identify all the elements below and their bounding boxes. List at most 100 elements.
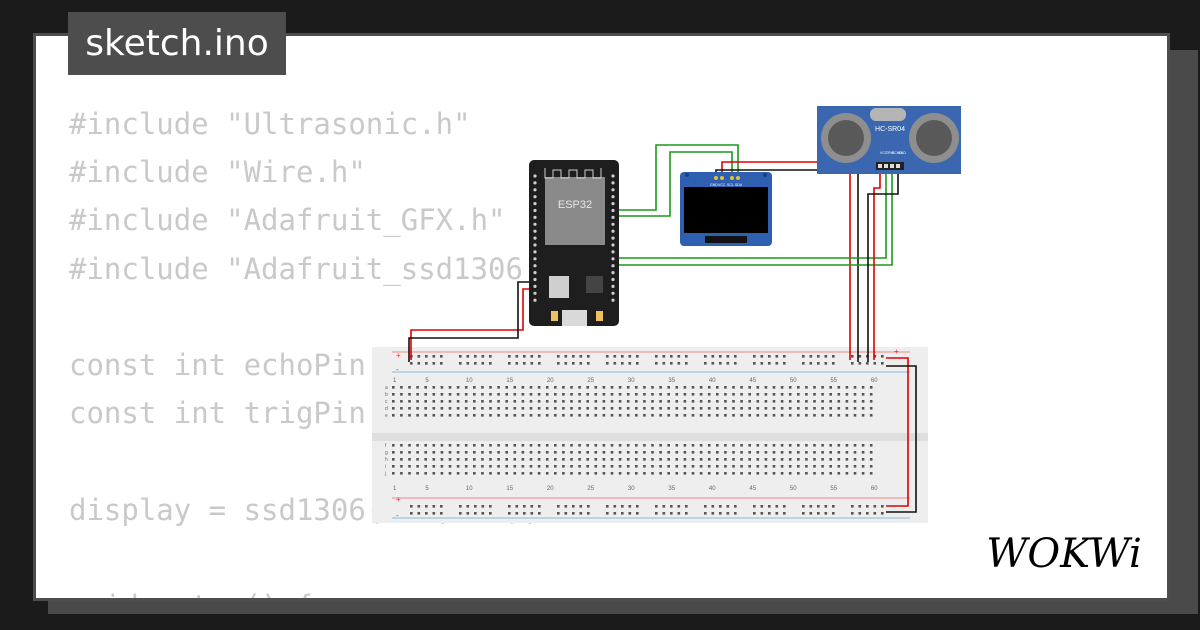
breadboard-hole (456, 458, 460, 461)
breadboard-hole (529, 414, 533, 417)
esp32-pin (533, 271, 537, 275)
breadboard-hole (530, 505, 534, 508)
breadboard-hole (683, 465, 687, 468)
esp32-board[interactable]: ESP32 (529, 160, 619, 326)
breadboard-hole (440, 386, 444, 389)
breadboard-hole (497, 414, 500, 417)
breadboard-hole (780, 444, 784, 447)
breadboard-hole (732, 414, 735, 417)
wokwi-logo-text: WOKWi (986, 531, 1142, 577)
breadboard-hole (869, 458, 873, 461)
breadboard-column-number: 35 (668, 486, 675, 492)
breadboard-hole (432, 465, 436, 468)
breadboard-hole (578, 458, 581, 461)
breadboard-hole (768, 362, 771, 365)
breadboard-hole (869, 451, 873, 454)
breadboard-hole (861, 407, 865, 410)
breadboard-hole (610, 444, 614, 447)
breadboard-hole (802, 505, 805, 508)
breadboard-column-number: 30 (628, 378, 635, 384)
breadboard-hole (481, 355, 485, 358)
breadboard-hole (813, 472, 816, 475)
breadboard-hole (602, 451, 606, 454)
breadboard-hole (655, 505, 658, 508)
breadboard-hole (459, 362, 462, 365)
breadboard-hole (481, 400, 484, 403)
breadboard-hole (432, 400, 436, 403)
oled-display[interactable]: GND VCC SCL SDA (680, 172, 772, 246)
breadboard-hole (626, 414, 630, 417)
breadboard-hole (424, 407, 427, 410)
breadboard-hole (521, 386, 525, 389)
breadboard-hole (805, 400, 808, 403)
breadboard-hole (523, 355, 526, 358)
breadboard-holes (392, 355, 884, 515)
breadboard-hole (716, 414, 719, 417)
breadboard-hole (473, 444, 476, 447)
breadboard-hole (602, 414, 606, 417)
breadboard-column-number: 55 (830, 378, 837, 384)
breadboard-row-letter: e (385, 413, 388, 419)
code-line: #include "Adafruit_ssd1306.h" (69, 251, 576, 286)
breadboard-hole (829, 393, 832, 396)
breadboard-hole (675, 465, 679, 468)
breadboard-hole (440, 451, 444, 454)
rail-plus-label: + (894, 347, 899, 356)
breadboard-hole (651, 465, 654, 468)
breadboard-hole (545, 386, 549, 389)
breadboard-hole (635, 451, 638, 454)
breadboard-hole (538, 355, 541, 358)
breadboard-hole (707, 472, 711, 475)
breadboard-hole (521, 458, 525, 461)
breadboard-hole (474, 362, 477, 365)
breadboard-hole (400, 407, 403, 410)
rail-plus-label: + (396, 495, 401, 504)
breadboard-hole (821, 451, 824, 454)
ultrasonic-sensor[interactable]: HC-SR04 VCC TRIG ECHO GND (817, 106, 961, 174)
breadboard-hole (764, 458, 768, 461)
breadboard-hole (643, 407, 646, 410)
breadboard-hole (659, 465, 662, 468)
breadboard-hole (707, 414, 711, 417)
esp32-pin (611, 243, 615, 247)
breadboard-hole (613, 505, 617, 508)
breadboard-hole (497, 407, 500, 410)
breadboard-hole (473, 451, 476, 454)
breadboard-hole (724, 400, 727, 403)
breadboard-hole (416, 386, 419, 389)
breadboard-hole (707, 393, 711, 396)
breadboard-hole (719, 355, 722, 358)
breadboard-hole (716, 451, 719, 454)
breadboard-hole (505, 465, 508, 468)
breadboard-hole (651, 400, 654, 403)
breadboard-hole (562, 407, 565, 410)
breadboard-hole (586, 400, 589, 403)
breadboard-hole (724, 465, 727, 468)
breadboard-hole (837, 465, 841, 468)
breadboard-hole (764, 472, 768, 475)
breadboard-hole (783, 362, 786, 365)
breadboard-hole (529, 451, 533, 454)
breadboard-hole (643, 465, 646, 468)
breadboard-hole (440, 400, 444, 403)
breadboard-hole (562, 458, 565, 461)
breadboard-hole (740, 400, 743, 403)
breadboard-row-letter: j (384, 471, 386, 477)
breadboard-hole (691, 414, 695, 417)
breadboard-hole (851, 355, 854, 358)
breadboard-hole (489, 458, 492, 461)
breadboard-hole (756, 458, 760, 461)
breadboard-hole (521, 451, 525, 454)
breadboard-hole (748, 458, 751, 461)
file-tab[interactable]: sketch.ino (68, 12, 286, 75)
breadboard-row-letter: c (385, 399, 388, 405)
breadboard-hole (626, 400, 630, 403)
breadboard-hole (481, 393, 484, 396)
breadboard-hole (448, 414, 452, 417)
breadboard-hole (513, 393, 517, 396)
breadboard-hole (545, 407, 549, 410)
breadboard-hole (621, 512, 624, 515)
breadboard-hole (780, 451, 784, 454)
breadboard-hole (521, 407, 525, 410)
breadboard-hole (432, 472, 436, 475)
